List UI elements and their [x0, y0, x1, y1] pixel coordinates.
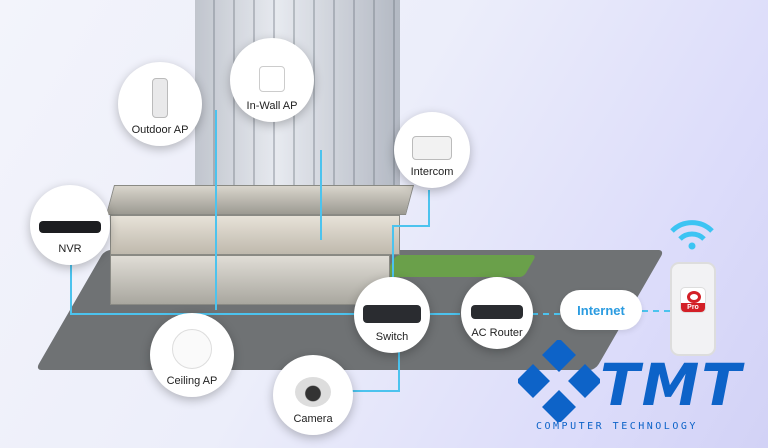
connection-line	[428, 190, 430, 225]
connection-line	[398, 350, 400, 390]
intercom-icon	[412, 136, 452, 160]
node-ac-router[interactable]: AC Router	[461, 277, 533, 349]
outdoor-ap-icon	[152, 78, 168, 118]
node-outdoor-ap[interactable]: Outdoor AP	[118, 62, 202, 146]
app-badge: Pro	[681, 303, 705, 312]
connection-line	[392, 225, 394, 280]
building-floor	[105, 185, 415, 215]
connection-line	[70, 262, 72, 314]
internet-label: Internet	[577, 302, 625, 318]
lawn	[383, 255, 537, 277]
ceiling-ap-icon	[172, 329, 212, 369]
connection-line	[430, 313, 460, 315]
in-wall-ap-icon	[259, 66, 285, 92]
node-label: Camera	[293, 413, 333, 425]
connection-line	[320, 150, 322, 240]
node-nvr[interactable]: NVR	[30, 185, 110, 265]
node-intercom[interactable]: Intercom	[394, 112, 470, 188]
node-label: AC Router	[471, 327, 523, 339]
node-label: In-Wall AP	[246, 100, 298, 112]
node-ceiling-ap[interactable]: Ceiling AP	[150, 313, 234, 397]
node-label: NVR	[58, 243, 82, 255]
connection-line	[532, 313, 560, 315]
internet-cloud: Internet	[560, 290, 642, 330]
switch-icon	[363, 305, 421, 323]
node-label: Outdoor AP	[131, 124, 189, 136]
connection-line	[392, 225, 430, 227]
nvr-icon	[39, 221, 101, 233]
building-floor	[110, 215, 400, 255]
smartphone	[670, 262, 716, 356]
connection-line	[70, 313, 360, 315]
node-label: Switch	[375, 331, 409, 343]
logo-name: TMT	[600, 351, 743, 419]
tmt-logo-icon	[518, 340, 600, 422]
node-camera[interactable]: Camera	[273, 355, 353, 435]
connection-line	[215, 110, 217, 310]
app-logo-icon	[687, 291, 701, 303]
wifi-icon	[670, 220, 714, 250]
logo-tagline: COMPUTER TECHNOLOGY	[536, 421, 698, 432]
node-switch[interactable]: Switch	[354, 277, 430, 353]
connection-line	[642, 310, 670, 312]
node-label: Intercom	[410, 166, 454, 178]
building-floor	[110, 255, 390, 305]
camera-icon	[295, 377, 331, 407]
node-label: Ceiling AP	[166, 375, 218, 387]
node-in-wall-ap[interactable]: In-Wall AP	[230, 38, 314, 122]
connection-line	[345, 390, 400, 392]
app-icon[interactable]: Pro	[680, 287, 706, 313]
router-icon	[471, 305, 523, 319]
